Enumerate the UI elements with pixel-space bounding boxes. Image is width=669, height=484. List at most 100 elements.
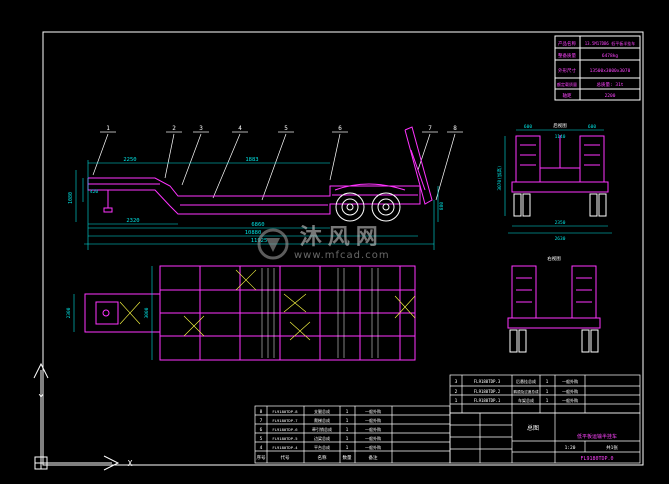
watermark-spacer xyxy=(258,229,288,259)
spec-value-4: 2200 xyxy=(605,93,616,99)
right-view-title: 右视图 xyxy=(547,255,561,262)
spec-label-4: 轴距 xyxy=(563,92,572,99)
balloon-1: 1 xyxy=(106,125,110,132)
bom-l-note-3: 一般外购 xyxy=(365,435,381,441)
bom-lower-rows: 8 FL9180TDP.8 支腿总成 1 一般外购 7 FL9180TDP.7 … xyxy=(257,408,382,461)
spec-label-0: 产品名称 xyxy=(558,40,576,47)
watermark-logo-icon xyxy=(257,228,289,260)
wheels-side xyxy=(335,192,401,222)
rear-dim-600-right: 600 xyxy=(588,124,596,130)
bom-u-qty-0: 1 xyxy=(546,379,549,385)
bom-l-name-1: 爬梯总成 xyxy=(314,417,330,423)
plan-cross-members xyxy=(261,268,379,358)
spec-label-3: 额定载质量 xyxy=(557,81,577,87)
bom-u-code-2: FL9180TDP.1 xyxy=(474,398,501,403)
dim-1883: 1883 xyxy=(245,157,258,163)
bom-u-code-1: FL9180TDP.2 xyxy=(474,389,501,394)
dim-420: 420 xyxy=(90,189,98,195)
bom-l-note-2: 一般外购 xyxy=(365,426,381,432)
dim-2320: 2320 xyxy=(126,218,139,224)
rear-dim-2350: 2350 xyxy=(555,220,566,226)
bom-u-name-1: 鹅颈及过渡总成 xyxy=(513,389,539,394)
spec-label-2: 外形尺寸 xyxy=(558,67,576,74)
spec-value-0: 13.5M17DB6 低平板半挂车 xyxy=(585,40,636,46)
bom-l-no-4: 4 xyxy=(260,445,263,451)
bom-u-code-0: FL9180TDP.3 xyxy=(474,379,501,384)
rear-dim-600-left: 600 xyxy=(524,124,532,130)
balloon-4: 4 xyxy=(238,125,242,132)
bom-l-code-0: FL9180TDP.8 xyxy=(272,409,298,414)
rear-view-title: 后视图 xyxy=(553,122,567,129)
rear-dim-2630: 2630 xyxy=(555,236,566,242)
title-block-product: 低平板运输半挂车 xyxy=(577,433,617,440)
ucs-x-label: X xyxy=(128,459,133,468)
rear-dim-1140: 1140 xyxy=(555,134,566,140)
bom-l-note-0: 一般外购 xyxy=(365,408,381,414)
plan-dim-3000: 3000 xyxy=(144,307,150,318)
bom-u-no-1: 2 xyxy=(455,389,458,395)
rear-view: 后视图 600 1140 600 3070 xyxy=(496,122,612,242)
balloon-6: 6 xyxy=(338,125,342,132)
title-block-scale: 1:20 xyxy=(565,445,576,451)
bom-header-code: 代号 xyxy=(281,454,290,461)
dim-1080: 1080 xyxy=(68,192,74,204)
bom-l-name-2: 牵引销总成 xyxy=(312,426,332,432)
bom-l-note-4: 一般外购 xyxy=(365,444,381,450)
bom-l-qty-3: 1 xyxy=(346,436,349,442)
bom-l-code-2: FL9180TDP.6 xyxy=(272,427,298,432)
drawing-border xyxy=(42,31,644,466)
title-block-drawing-no: FL9180TDP.0 xyxy=(580,456,613,462)
bom-l-no-0: 8 xyxy=(260,409,263,415)
watermark-en: www.mfcad.com xyxy=(294,250,390,261)
bom-l-name-3: 边梁总成 xyxy=(314,435,330,441)
trailer-frame-side xyxy=(87,126,433,215)
title-block-sheet: 共1张 xyxy=(606,444,618,451)
rear-wheels xyxy=(513,193,607,217)
watermark-cn: 沐风网 xyxy=(299,225,384,250)
bom-l-code-3: FL9180TDP.5 xyxy=(272,436,297,441)
bom-l-qty-1: 1 xyxy=(346,418,349,424)
bom-l-name-0: 支腿总成 xyxy=(314,408,330,414)
dim-6860: 6860 xyxy=(251,222,264,228)
dim-10880: 10880 xyxy=(245,230,262,236)
bom-header-qty: 数量 xyxy=(343,454,352,461)
balloon-7: 7 xyxy=(428,125,432,132)
bom-header-name: 名称 xyxy=(318,454,327,461)
bom-l-code-1: FL9180TDP.7 xyxy=(272,418,297,423)
bom-u-name-0: 后悬挂总成 xyxy=(516,378,536,384)
balloon-5: 5 xyxy=(284,125,288,132)
bom-u-no-0: 3 xyxy=(455,379,458,385)
top-view: 2300 3000 xyxy=(66,265,416,361)
dim-2250: 2250 xyxy=(123,157,136,163)
bom-header-no: 序号 xyxy=(257,454,266,461)
bom-l-no-1: 7 xyxy=(260,418,263,424)
plan-dim-2300: 2300 xyxy=(66,307,72,318)
bom-l-no-2: 6 xyxy=(260,427,263,433)
bom-upper-rows: 3 FL9180TDP.3 后悬挂总成 1 一般外购 2 FL9180TDP.2… xyxy=(455,378,578,404)
ucs-y-label: Y xyxy=(39,393,44,402)
bom-l-qty-0: 1 xyxy=(346,409,349,415)
balloon-2: 2 xyxy=(172,125,176,132)
bom-u-name-2: 车架总成 xyxy=(518,397,534,403)
bom-u-note-2: 一般外购 xyxy=(562,397,578,403)
bom-table-lower xyxy=(254,405,451,464)
side-view: 1 2 3 4 5 6 7 8 xyxy=(68,125,463,250)
bom-u-note-0: 一般外购 xyxy=(562,378,578,384)
bom-l-qty-4: 1 xyxy=(346,445,349,451)
balloon-8: 8 xyxy=(453,125,457,132)
ucs-icon xyxy=(33,362,120,471)
bom-l-no-3: 5 xyxy=(260,436,263,442)
bom-l-code-4: FL9180TDP.4 xyxy=(272,445,298,450)
bom-u-no-2: 1 xyxy=(455,398,458,404)
part-balloons xyxy=(92,131,463,201)
bom-u-qty-1: 1 xyxy=(546,389,549,395)
bom-u-qty-2: 1 xyxy=(546,398,549,404)
bom-header-note: 备注 xyxy=(369,454,378,461)
title-block xyxy=(449,412,641,464)
balloon-3: 3 xyxy=(199,125,203,132)
watermark-text: 沐风网 www.mfcad.com xyxy=(294,226,390,262)
bom-l-name-4: 平台总成 xyxy=(314,444,330,450)
title-block-stage: 总图 xyxy=(527,424,539,432)
spec-value-2: 13500x3000x3070 xyxy=(590,68,631,74)
